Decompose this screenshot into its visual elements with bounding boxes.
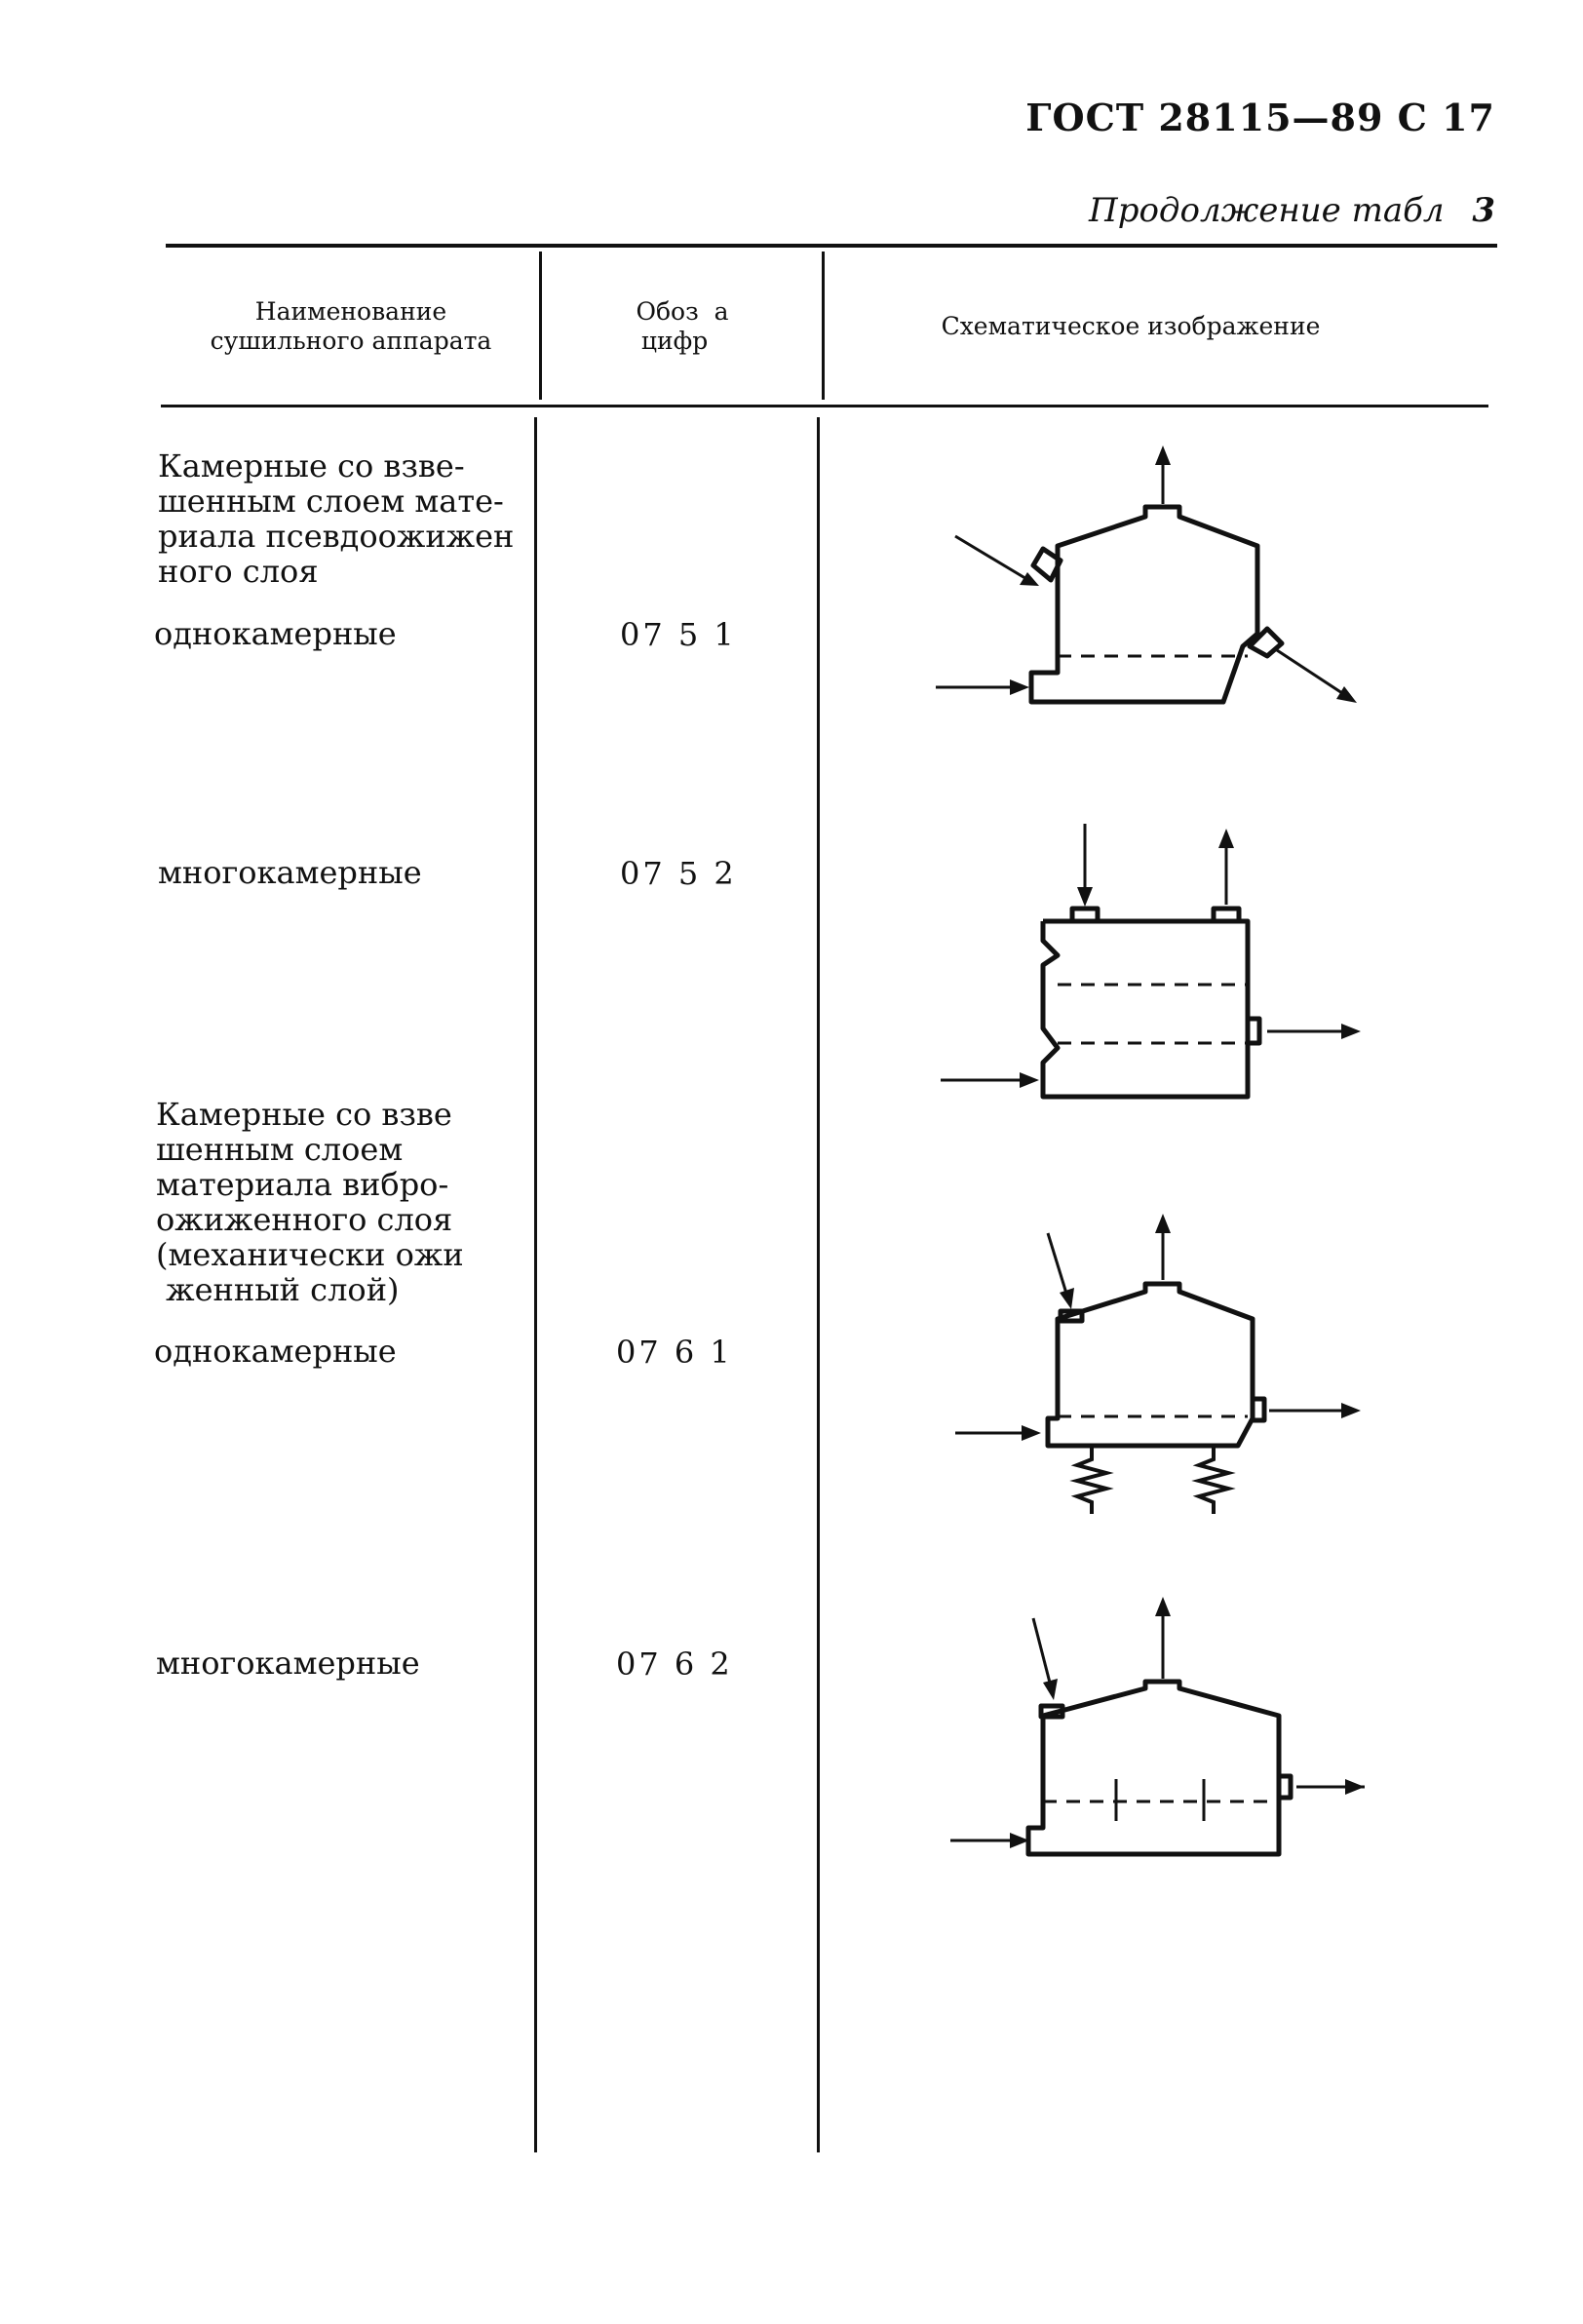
continuation-prefix: Продолжение табл	[1089, 191, 1445, 230]
row-name-multi-chamber: многокамерные	[156, 1645, 420, 1682]
column-header-name: Наименование сушильного аппарата	[210, 297, 492, 355]
fluidized-bed-single-chamber-dryer-icon	[936, 445, 1357, 705]
fluidized-bed-multi-chamber-dryer-icon	[941, 824, 1361, 1100]
column-divider-1	[539, 252, 542, 400]
row-name-single-chamber: однокамерные	[154, 1333, 397, 1370]
column-divider-2	[822, 252, 825, 400]
row-code: 07 6 1	[616, 1334, 733, 1371]
column-divider-2-body	[817, 417, 820, 2152]
row-name-multi-chamber: многокамерные	[158, 854, 422, 891]
row-name-single-chamber: однокамерные	[154, 615, 397, 652]
column-divider-1-body	[534, 417, 537, 2152]
row-code: 07 6 2	[616, 1646, 733, 1683]
vibro-fluidized-single-chamber-dryer-icon	[955, 1214, 1361, 1514]
table-continuation-label: Продолжение табл 3	[1089, 191, 1495, 230]
row-code: 07 5 1	[620, 616, 737, 653]
column-header-schematic: Схематическое изображение	[941, 312, 1321, 340]
mechanically-fluidized-multi-chamber-dryer-icon	[950, 1597, 1365, 1857]
group-heading-vibro-fluidized: Камерные со взве шенным слоем материала …	[156, 1096, 464, 1308]
row-code: 07 5 2	[620, 855, 737, 892]
standard-number: ГОСТ 28115—89 С 17	[1025, 96, 1495, 139]
continuation-number: 3	[1472, 191, 1495, 230]
table-top-rule	[166, 244, 1497, 248]
table-header-rule	[161, 405, 1488, 407]
group-heading-fluidized-bed: Камерные со взве- шенным слоем мате- риа…	[158, 447, 515, 590]
column-header-code: Обоз а цифр	[636, 297, 729, 355]
